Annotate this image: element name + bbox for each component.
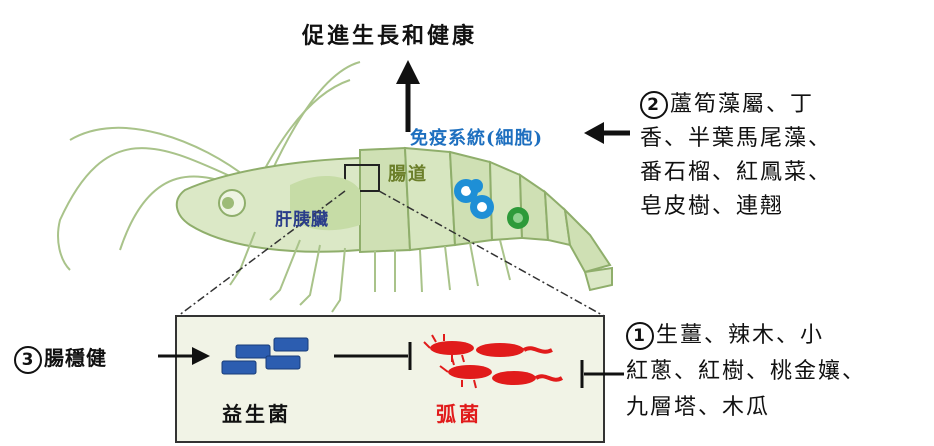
- group-2-number: 2: [640, 91, 668, 119]
- group-2-text: 蘆筍藻屬、丁 香、半葉馬尾藻、 番石榴、紅鳳菜、 皂皮樹、連翹: [640, 92, 832, 219]
- immune-arrowhead: [584, 122, 604, 144]
- label-vibrio: 弧菌: [436, 398, 482, 427]
- shrimp-pupil: [222, 197, 234, 209]
- group-3-text: 腸穩健: [44, 346, 107, 370]
- growth-arrowhead: [396, 60, 420, 84]
- group-1-text: 生薑、辣木、小 紅蔥、紅樹、桃金孃、 九層塔、木瓜: [626, 323, 866, 420]
- label-hepatopancreas: 肝胰臟: [275, 205, 329, 230]
- label-probiotic: 益生菌: [222, 398, 291, 427]
- group-3-number: 3: [14, 346, 42, 374]
- group-1-number: 1: [626, 322, 654, 350]
- label-gut: 腸道: [388, 160, 428, 186]
- label-immune-system: 免疫系統(細胞): [410, 124, 543, 150]
- diagram-title: 促進生長和健康: [302, 18, 477, 50]
